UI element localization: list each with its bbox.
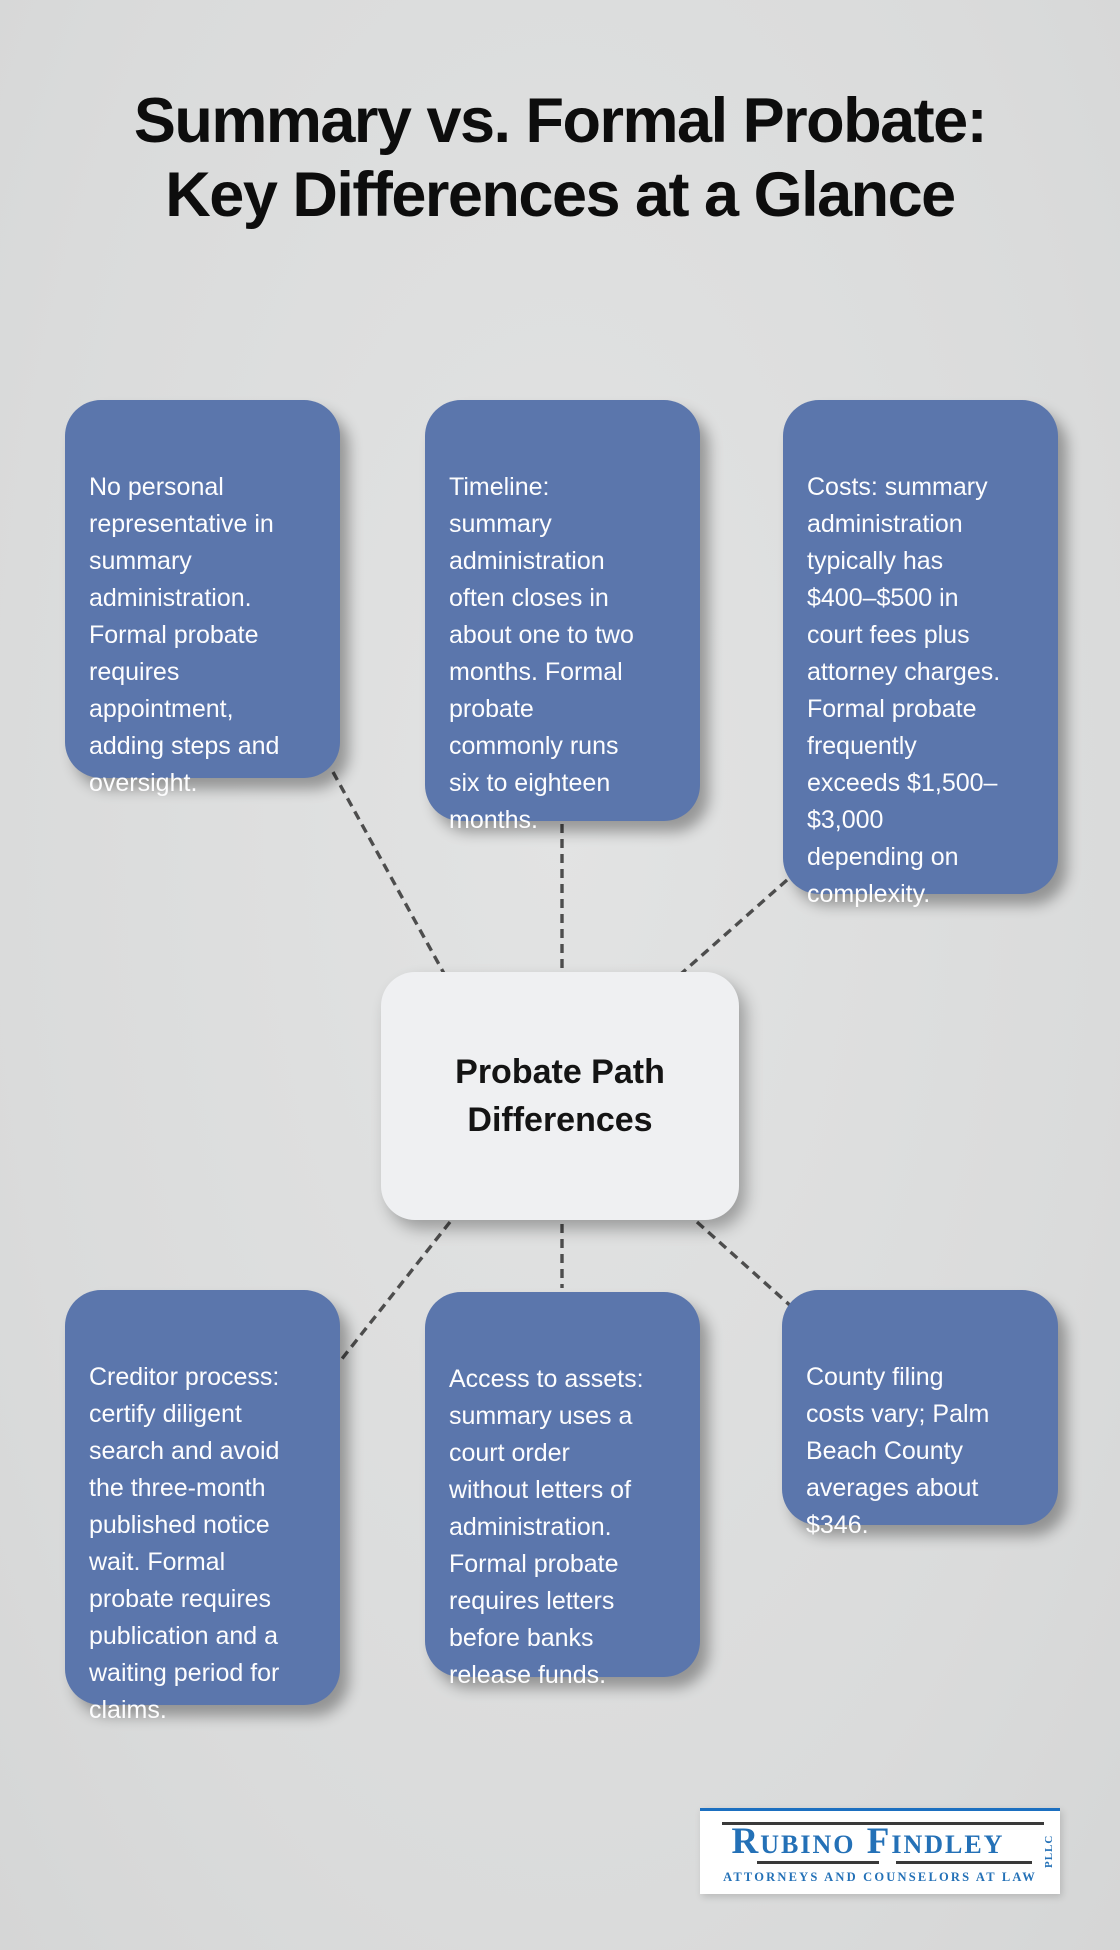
info-card-creditor-process: Creditor process: certify diligent searc… (65, 1290, 340, 1724)
info-card-text: Creditor process: certify diligent searc… (89, 1363, 280, 1724)
logo-pllc-suffix: PLLC (1043, 1834, 1055, 1868)
info-card-access-to-assets: Access to assets: summary uses a court o… (425, 1292, 700, 1689)
info-card-personal-representative: No personal representative in summary ad… (65, 400, 340, 797)
info-card-text: Costs: summary administration typically … (807, 473, 1001, 908)
law-firm-logo: Rubino Findley PLLC ATTORNEYS AND COUNSE… (700, 1808, 1060, 1894)
logo-under-rule-right (896, 1861, 1032, 1864)
central-node: Probate Path Differences (381, 972, 739, 1220)
logo-top-rule (722, 1822, 1044, 1825)
info-card-text: Timeline: summary administration often c… (449, 473, 634, 834)
logo-tagline: ATTORNEYS AND COUNSELORS AT LAW (723, 1870, 1037, 1884)
info-card-costs: Costs: summary administration typically … (783, 400, 1058, 908)
page-title: Summary vs. Formal Probate: Key Differen… (133, 86, 988, 230)
connector-top-left (331, 771, 454, 989)
info-card-timeline: Timeline: summary administration often c… (425, 400, 700, 834)
logo-firm-name: Rubino Findley (731, 1821, 1005, 1862)
info-card-text: No personal representative in summary ad… (89, 473, 280, 797)
connector-bottom-right (695, 1220, 795, 1310)
connector-top-right (663, 878, 789, 990)
info-card-text: Access to assets: summary uses a court o… (449, 1365, 644, 1689)
central-node-label: Probate Path Differences (455, 1053, 665, 1139)
info-card-text: County filing costs vary; Palm Beach Cou… (806, 1363, 990, 1539)
info-card-county-filing: County filing costs vary; Palm Beach Cou… (782, 1290, 1058, 1539)
logo-under-rule-left (757, 1861, 879, 1864)
